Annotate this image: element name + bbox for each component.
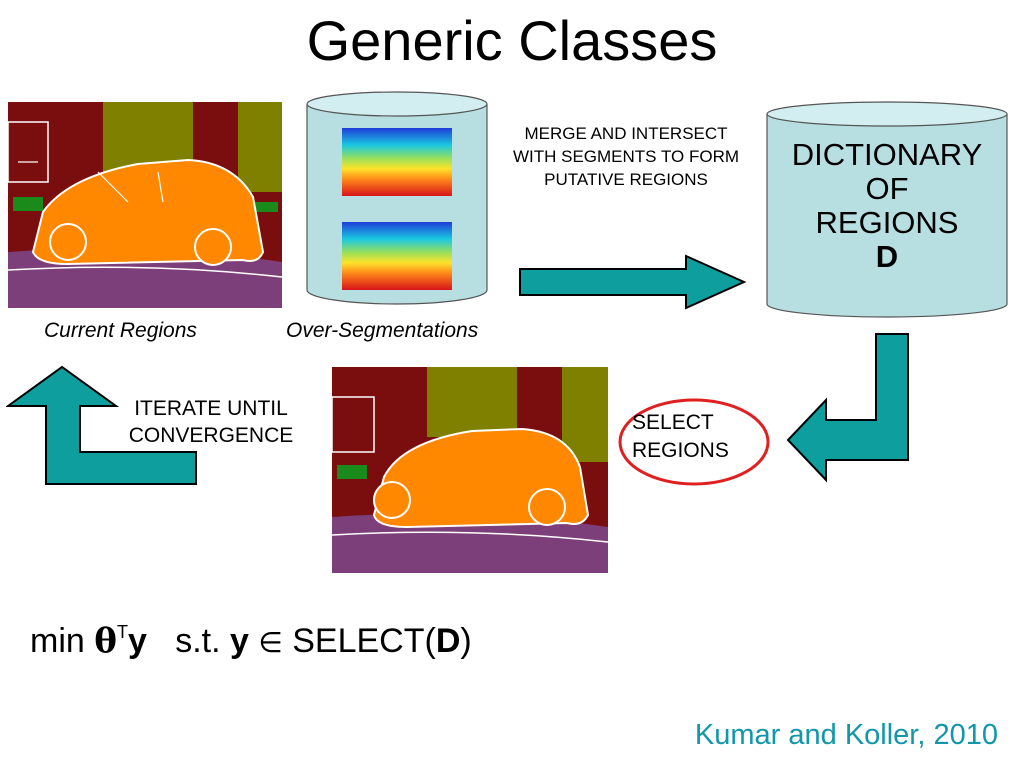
dictionary-cylinder (766, 101, 1008, 318)
segmentation-heatmap-2 (342, 222, 452, 290)
merge-note-line-1: MERGE AND INTERSECT (524, 124, 728, 143)
over-segmentations-caption: Over-Segmentations (286, 319, 479, 342)
dictionary-label: DICTIONARY OF REGIONS D (767, 138, 1007, 274)
formula-element-of: ∈ (258, 626, 283, 659)
select-note-line-2: REGIONS (632, 439, 729, 462)
slide-title: Generic Classes (306, 9, 718, 72)
up-left-bent-arrow-icon (6, 365, 197, 485)
dictionary-symbol-D: D (875, 239, 899, 274)
objective-formula: min θTy s.t. y ∈ SELECT(D) (30, 612, 472, 663)
merge-note-line-2: WITH SEGMENTS TO FORM (512, 147, 740, 166)
over-segmentations-cylinder (306, 91, 488, 305)
formula-y: y (127, 622, 147, 660)
dictionary-line-1: DICTIONARY (791, 137, 983, 172)
merge-note: MERGE AND INTERSECT WITH SEGMENTS TO FOR… (488, 122, 764, 191)
formula-select: SELECT( (292, 622, 436, 660)
formula-close-paren: ) (460, 622, 472, 660)
down-left-block-arrow-icon (786, 333, 909, 483)
select-note: SELECT REGIONS (624, 409, 764, 465)
iterate-note: ITERATE UNTIL CONVERGENCE (108, 395, 314, 449)
dictionary-line-3: REGIONS (815, 205, 959, 240)
select-note-line-1: SELECT (632, 411, 714, 434)
current-regions-image (8, 102, 282, 308)
formula-y-2: y (230, 622, 249, 660)
formula-transpose: T (116, 622, 128, 642)
formula-D: D (435, 622, 461, 660)
formula-theta: θ (94, 621, 117, 661)
iterate-note-line-2: CONVERGENCE (128, 424, 294, 447)
citation: Kumar and Koller, 2010 (694, 719, 998, 751)
formula-subject-to: s.t. (175, 622, 221, 660)
iterate-note-line-1: ITERATE UNTIL (134, 397, 288, 420)
merge-note-line-3: PUTATIVE REGIONS (544, 170, 708, 189)
segmentation-heatmap-1 (342, 128, 452, 196)
select-highlight-ellipse (618, 398, 770, 486)
current-regions-caption: Current Regions (44, 319, 197, 342)
formula-min: min (30, 622, 85, 660)
dictionary-line-2: OF (865, 171, 909, 206)
selected-regions-image (332, 367, 608, 573)
right-block-arrow-icon (519, 254, 747, 310)
